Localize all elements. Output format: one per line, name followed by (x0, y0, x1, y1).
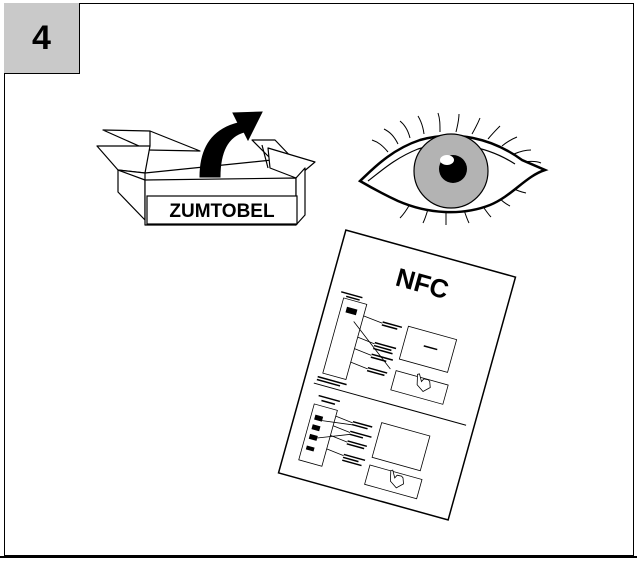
arrow-icon (200, 112, 262, 177)
bottom-rule (0, 556, 637, 558)
nfc-leaflet-icon: NFC (279, 230, 516, 520)
eye-icon (360, 113, 545, 225)
box-brand-label: ZUMTOBEL (169, 201, 275, 222)
